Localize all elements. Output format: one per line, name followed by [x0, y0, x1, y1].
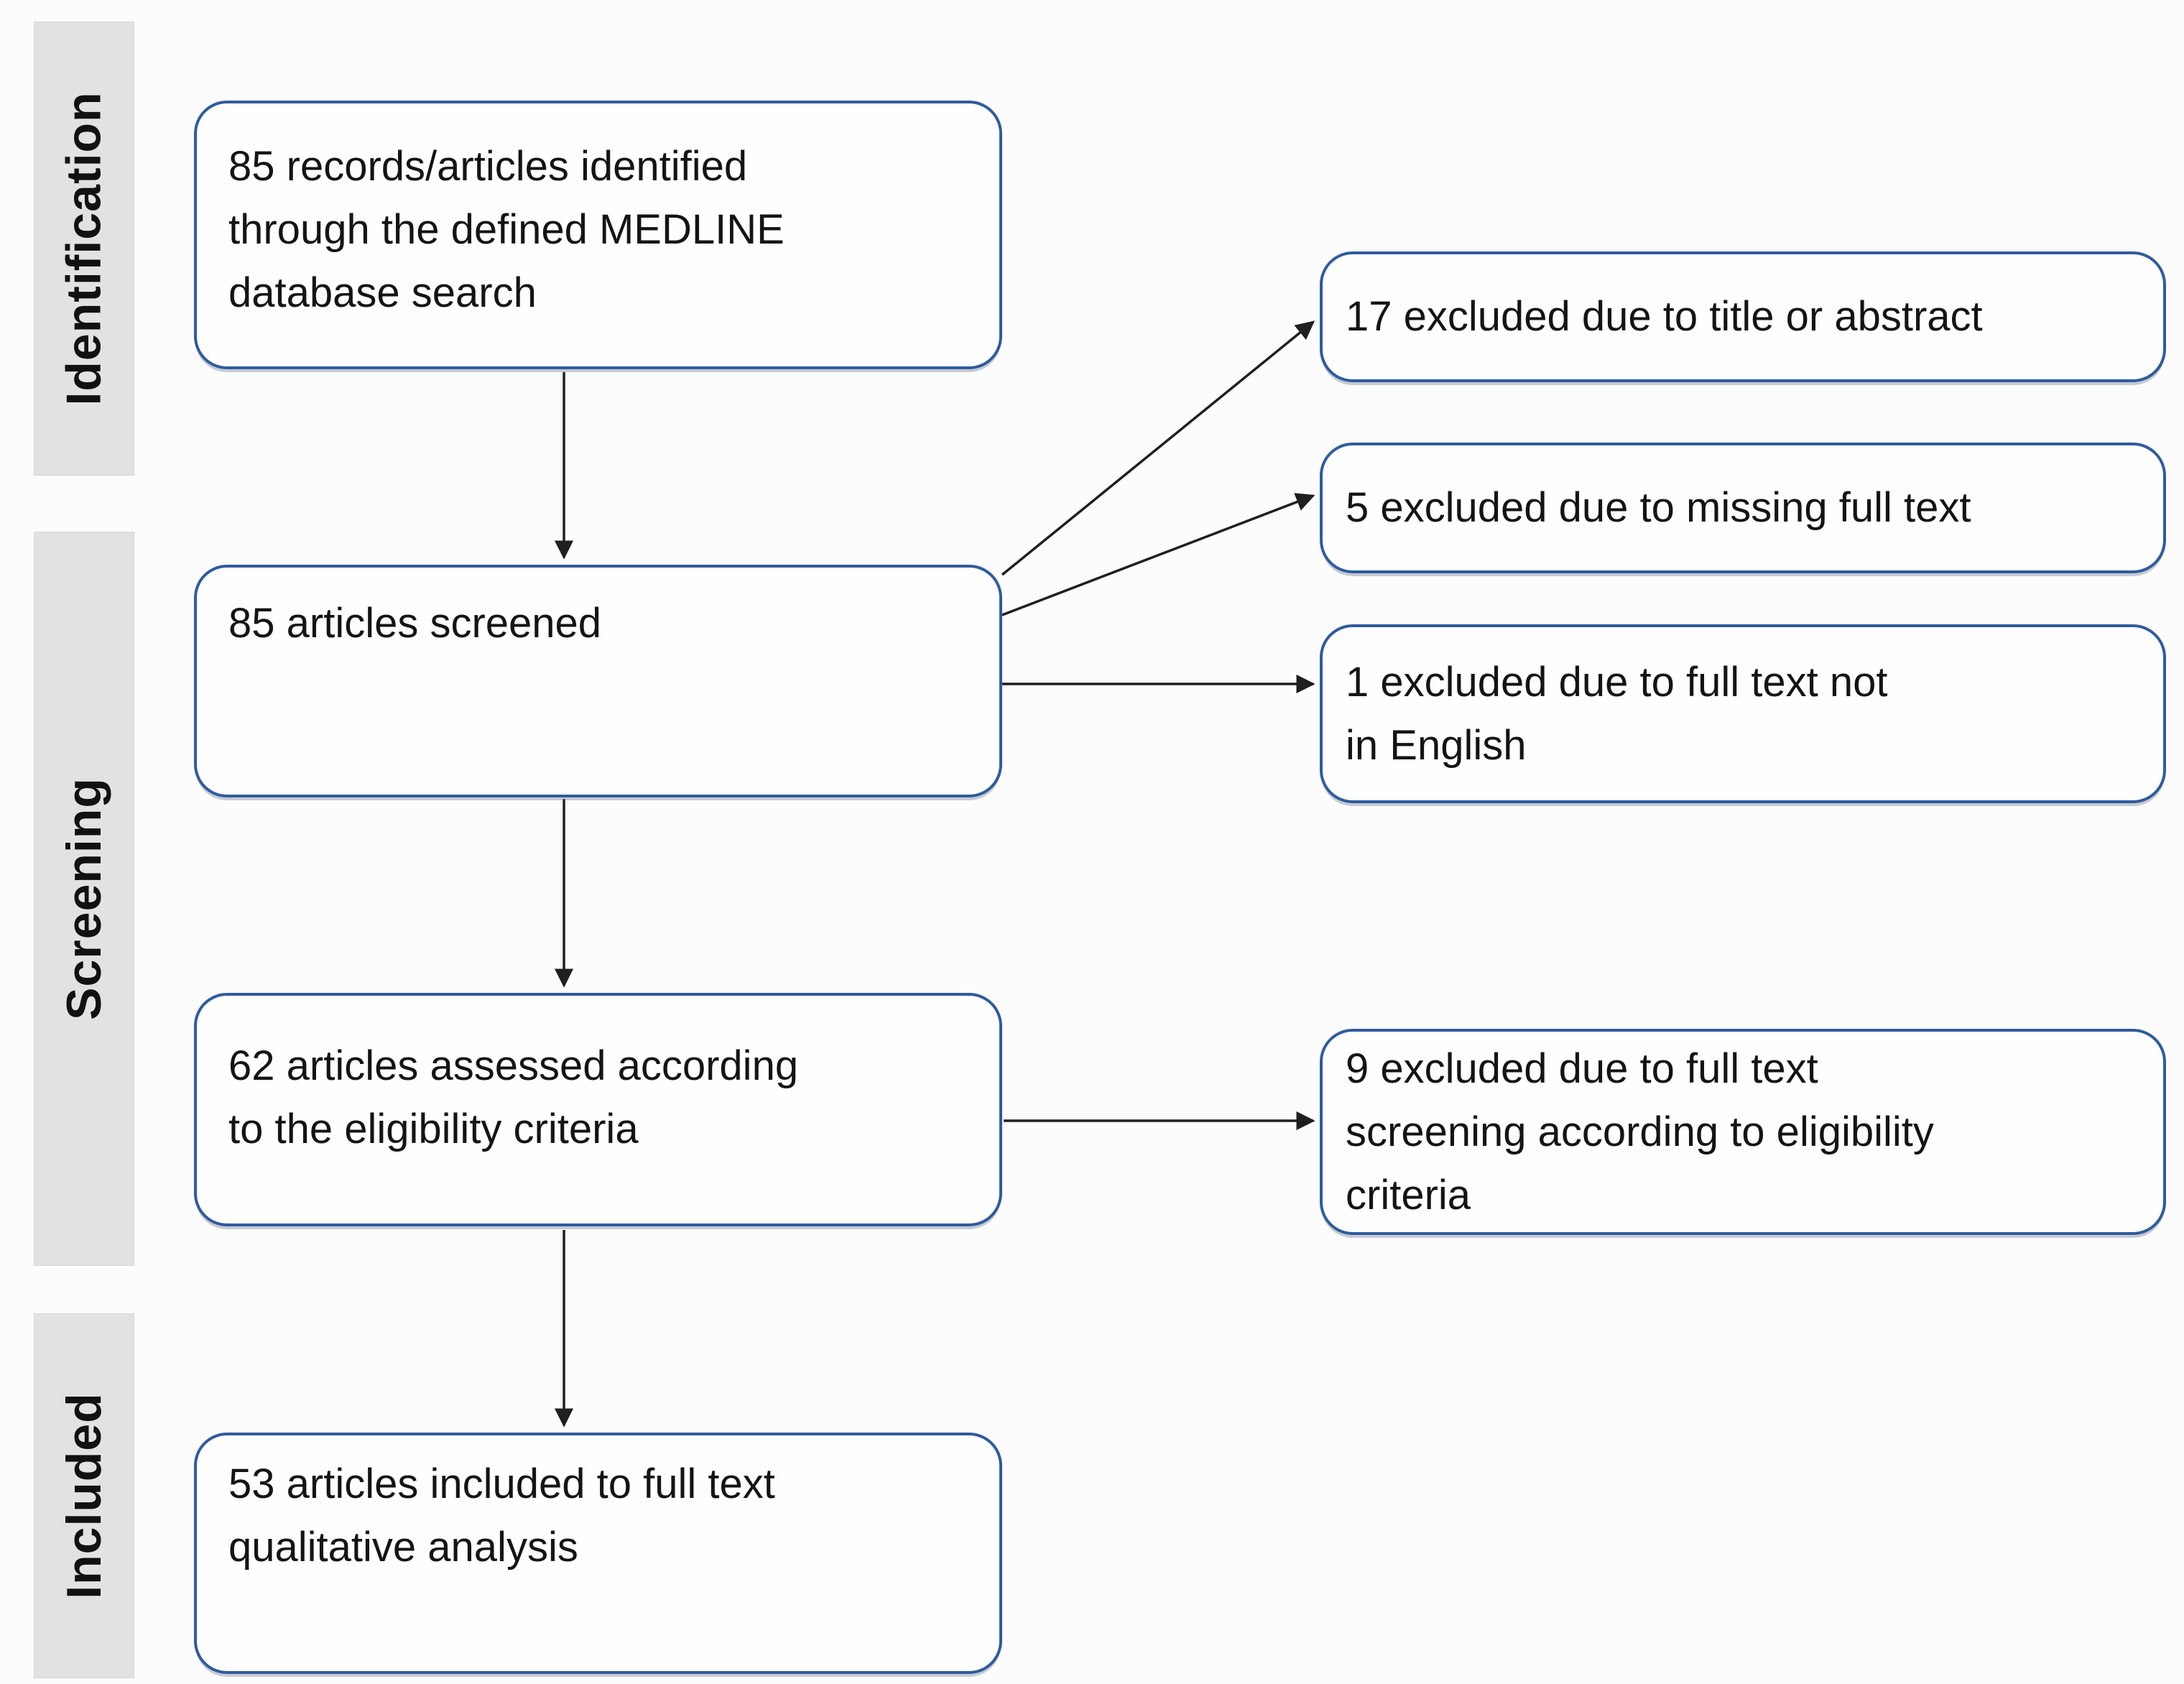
text-line: to the eligibility criteria	[228, 1106, 639, 1152]
stage-bar-identification: Identification	[34, 22, 134, 476]
text-line: screening according to eligibility	[1346, 1108, 1934, 1155]
text-line: 85 articles screened	[228, 600, 602, 647]
flow-box-identified: 85 records/articles identified through t…	[194, 101, 1002, 369]
exclusion-box-missing-full-text: 5 excluded due to missing full text	[1320, 443, 2166, 573]
text-line: 62 articles assessed according	[228, 1042, 799, 1089]
text-line: through the defined MEDLINE	[228, 206, 785, 253]
arrow-screened-to-excluded-title	[1001, 320, 1315, 576]
stage-bar-included: Included	[34, 1313, 134, 1678]
stage-label-identification: Identification	[57, 91, 112, 406]
text-line: database search	[228, 269, 537, 316]
text-line: 1 excluded due to full text not	[1346, 658, 1888, 705]
stage-label-screening: Screening	[57, 777, 111, 1020]
arrow-screened-to-excluded-fulltext	[1001, 493, 1315, 616]
text-line: in English	[1346, 721, 1527, 769]
exclusion-box-eligibility-screening: 9 excluded due to full text screening ac…	[1320, 1029, 2166, 1235]
text-line: 9 excluded due to full text	[1346, 1045, 1818, 1092]
flow-box-screened: 85 articles screened	[194, 565, 1002, 797]
stage-label-included: Included	[57, 1392, 112, 1599]
text-line: 85 records/articles identified	[228, 143, 748, 190]
stage-bar-screening: Screening	[34, 532, 134, 1266]
exclusion-box-full-text-not-english: 1 excluded due to full text not in Engli…	[1320, 624, 2166, 803]
text-line: qualitative analysis	[228, 1524, 578, 1570]
text-line: 5 excluded due to missing full text	[1346, 484, 1971, 531]
text-line: 53 articles included to full text	[228, 1461, 775, 1507]
text-line: criteria	[1346, 1171, 1471, 1218]
text-line: 17 excluded due to title or abstract	[1346, 293, 1983, 340]
flow-box-assessed: 62 articles assessed according to the el…	[194, 993, 1002, 1226]
exclusion-box-title-or-abstract: 17 excluded due to title or abstract	[1320, 251, 2166, 382]
flow-box-included: 53 articles included to full text qualit…	[194, 1433, 1002, 1674]
